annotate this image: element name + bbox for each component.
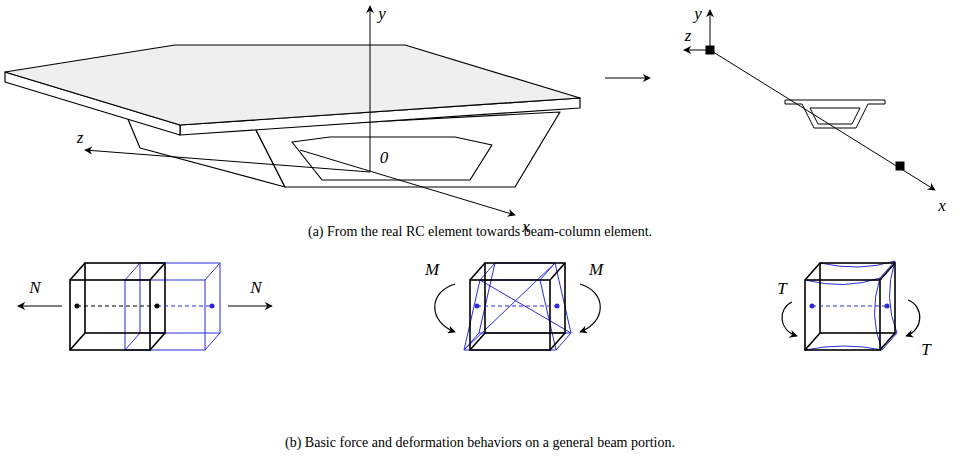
axis-label: z — [684, 27, 693, 46]
box-girder — [5, 45, 580, 187]
transition-arrow — [605, 78, 650, 79]
element-node — [706, 46, 714, 54]
torque-arrow — [782, 302, 797, 336]
beam-column-element — [684, 10, 935, 190]
centerline — [812, 306, 887, 307]
deformed-cube — [125, 263, 220, 350]
blue-back — [140, 263, 220, 333]
element-axis — [710, 50, 935, 190]
black-front — [470, 280, 550, 350]
axis-label: x — [937, 197, 947, 216]
black-back — [485, 263, 565, 333]
small-hole — [810, 108, 860, 124]
axis-label: y — [693, 5, 703, 24]
bending-block — [435, 263, 601, 350]
subfigure-caption: (a) From the real RC element towards bea… — [308, 224, 652, 239]
blue-warp — [805, 261, 897, 350]
centerline — [157, 306, 212, 307]
subfigure-caption: (b) Basic force and deformation behavior… — [285, 435, 675, 450]
x-axis — [300, 150, 515, 215]
origin-label: 0 — [379, 149, 390, 168]
centerline — [477, 306, 557, 307]
centroid-dot — [75, 304, 80, 309]
centroid-dot — [555, 304, 560, 309]
z-axis — [85, 150, 370, 172]
centroid-dot — [155, 304, 160, 309]
original-cube — [470, 263, 565, 350]
blue-edges — [464, 263, 571, 350]
centroid-dot — [885, 304, 890, 309]
black-front — [70, 280, 150, 350]
original-cube — [70, 263, 165, 350]
centroid-dot — [475, 304, 480, 309]
axis-label: y — [377, 5, 387, 24]
torsion-block — [782, 261, 920, 350]
force-label: N — [28, 279, 41, 298]
blue-edges — [125, 263, 220, 350]
black-back — [820, 263, 895, 333]
y-axis — [370, 6, 371, 172]
black-back — [85, 263, 165, 333]
moment-label: M — [424, 261, 440, 280]
force-label: N — [249, 279, 262, 298]
deformed-cube — [464, 263, 571, 350]
centerline — [77, 306, 157, 307]
element-node — [896, 162, 904, 170]
girder-hole — [292, 137, 492, 180]
axis-label: z — [76, 129, 85, 148]
torque-label: T — [776, 280, 787, 299]
global-axes — [85, 6, 515, 215]
black-front — [805, 280, 880, 350]
local-y-axis — [710, 10, 711, 50]
torque-arrow — [906, 300, 920, 336]
black-edges — [805, 263, 895, 350]
slab-top-face — [5, 45, 580, 125]
small-section — [785, 100, 885, 128]
warped-cube — [805, 261, 897, 350]
black-edges — [70, 263, 165, 350]
force-arrow — [228, 305, 272, 306]
moment-arrow — [435, 284, 455, 332]
tension-block — [18, 263, 272, 350]
black-edges — [470, 263, 565, 350]
original-cube — [805, 263, 895, 350]
moment-label: M — [588, 261, 604, 280]
moment-arrow — [580, 284, 600, 332]
blue-front — [464, 280, 556, 350]
centroid-dot — [810, 304, 815, 309]
torque-label: T — [920, 341, 931, 360]
centroid-dot — [210, 304, 215, 309]
force-arrow — [18, 305, 62, 306]
